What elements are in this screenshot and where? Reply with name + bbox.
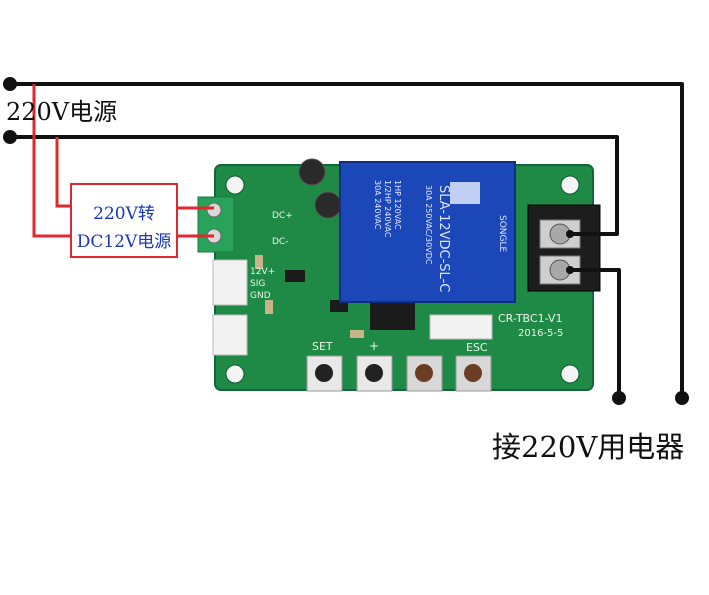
- relay-rating-3: 1/2HP 240VAC: [383, 180, 392, 238]
- load-terminal-block: [527, 204, 601, 292]
- pin-dcminus-label: DC-: [272, 237, 288, 247]
- converter-box: 220V转 DC12V电源: [70, 183, 178, 258]
- pin-dcplus-label: DC+: [272, 211, 293, 221]
- load-terminal-1: [675, 391, 689, 405]
- set-button-shape: [306, 355, 343, 392]
- load-terminal-2: [612, 391, 626, 405]
- converter-line-1: 220V转: [93, 204, 155, 224]
- pin-12v-label: 12V+: [250, 267, 275, 277]
- pin-gnd-label: GND: [250, 291, 271, 301]
- source-label: 220V电源: [6, 98, 118, 126]
- pin-sig-label: SIG: [250, 279, 265, 289]
- relay-rating-2: 1HP 120VAC: [393, 180, 402, 230]
- source-terminal-l: [3, 77, 17, 91]
- board-date: 2016-5-5: [518, 328, 563, 339]
- relay-rating-1: 30A 250VAC/30VDC: [424, 185, 433, 265]
- esc-label: ESC: [466, 341, 488, 354]
- mains-wires: [10, 82, 684, 398]
- relay-model: SLA-12VDC-SL-C: [436, 185, 451, 292]
- relay: SLA-12VDC-SL-C 30A 250VAC/30VDC SONGLE 1…: [339, 161, 516, 303]
- source-terminal-n: [3, 130, 17, 144]
- relay-brand: SONGLE: [497, 215, 507, 253]
- minus-button-shape: [406, 355, 443, 392]
- load-label: 接220V用电器: [492, 430, 685, 464]
- set-label: SET: [312, 340, 333, 353]
- plus-button-shape: [356, 355, 393, 392]
- converter-line-2: DC12V电源: [76, 232, 172, 252]
- converter-wires: [32, 84, 214, 238]
- esc-button-shape: [455, 355, 492, 392]
- plus-label: +: [369, 339, 379, 353]
- relay-rating-4: 30A 240VAC: [373, 180, 382, 230]
- board-model: CR-TBC1-V1: [498, 312, 562, 325]
